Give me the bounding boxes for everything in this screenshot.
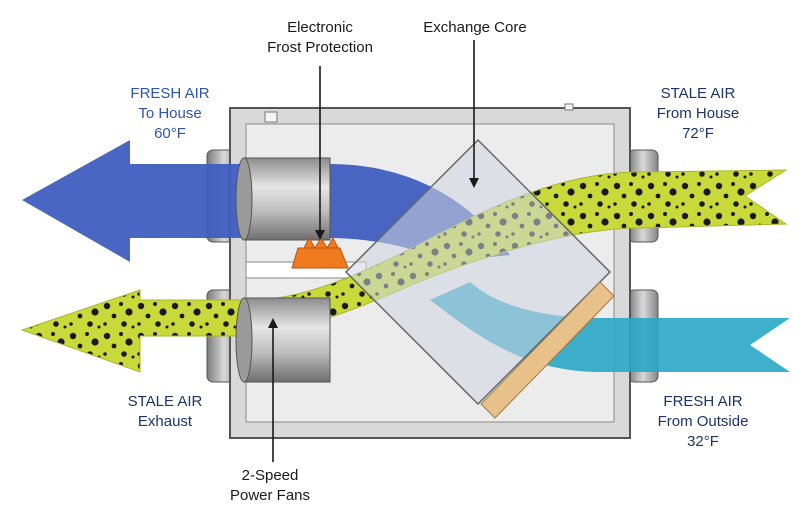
stale-air-from-house-label: STALE AIR From House 72°F	[656, 85, 740, 142]
fresh-air-to-house-label: FRESH AIR To House 60°F	[130, 85, 210, 142]
lower-fan-icon	[235, 297, 331, 383]
fresh-air-from-outside-label: FRESH AIR From Outside 32°F	[657, 393, 749, 450]
frost-protection-label: Electronic Frost Protection	[267, 19, 373, 56]
upper-fan-icon	[235, 157, 331, 241]
frost-protection-device-icon	[291, 236, 349, 269]
callout-lines	[272, 40, 475, 462]
exchange-core-label: Exchange Core	[423, 19, 527, 36]
stale-air-exhaust-label: STALE AIR Exhaust	[127, 393, 203, 430]
callout-arrowheads	[268, 178, 479, 328]
heat-exchange-core-icon	[344, 138, 615, 419]
power-fans-label: 2-Speed Power Fans	[229, 467, 311, 504]
